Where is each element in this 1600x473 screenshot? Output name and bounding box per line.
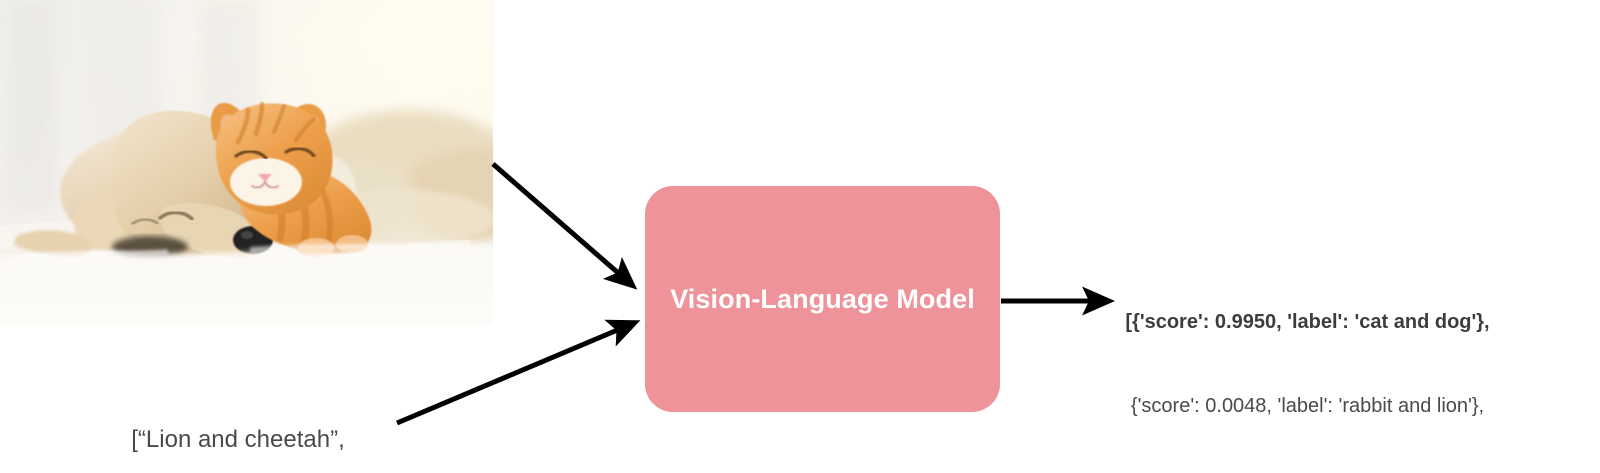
model-box-label: Vision-Language Model xyxy=(670,283,975,314)
prompt-line-1: [“Lion and cheetah”, xyxy=(131,426,345,453)
output-line-1: [{'score': 0.9950, 'label': 'cat and dog… xyxy=(1125,311,1490,333)
model-output-predictions: [{'score': 0.9950, 'label': 'cat and dog… xyxy=(1035,252,1580,473)
arrow-prompt-to-model xyxy=(396,319,641,426)
prompt-label-list: [“Lion and cheetah”, “Cat and dog”, “Rab… xyxy=(88,362,388,473)
arrow-image-to-model xyxy=(491,162,638,290)
vision-language-model-box: Vision-Language Model xyxy=(645,186,1000,412)
input-image xyxy=(0,0,493,325)
output-line-2: {'score': 0.0048, 'label': 'rabbit and l… xyxy=(1130,395,1485,417)
